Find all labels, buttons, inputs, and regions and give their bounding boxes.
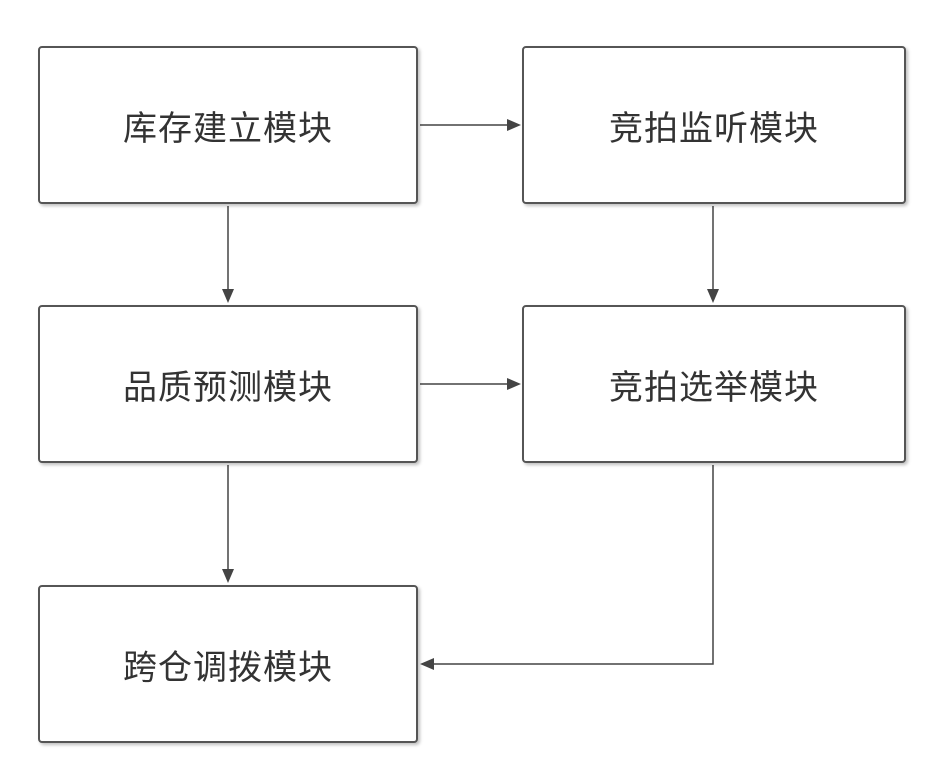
edge-election-transfer [434,465,713,664]
node-auction-monitor-module: 竞拍监听模块 [522,46,906,204]
node-auction-election-module: 竞拍选举模块 [522,305,906,463]
node-label: 竞拍选举模块 [609,360,819,409]
node-label: 跨仓调拨模块 [123,640,333,689]
node-label: 品质预测模块 [123,360,333,409]
arrowhead-monitor-election [707,289,719,303]
node-label: 竞拍监听模块 [609,101,819,150]
arrowhead-election-transfer [420,658,434,670]
node-cross-warehouse-transfer-module: 跨仓调拨模块 [38,585,418,743]
node-quality-prediction-module: 品质预测模块 [38,305,418,463]
arrowhead-quality-election [507,378,521,390]
arrowhead-inventory-quality [222,289,234,303]
arrowhead-inventory-monitor [507,119,521,131]
arrowhead-quality-transfer [222,569,234,583]
node-label: 库存建立模块 [123,101,333,150]
node-inventory-module: 库存建立模块 [38,46,418,204]
